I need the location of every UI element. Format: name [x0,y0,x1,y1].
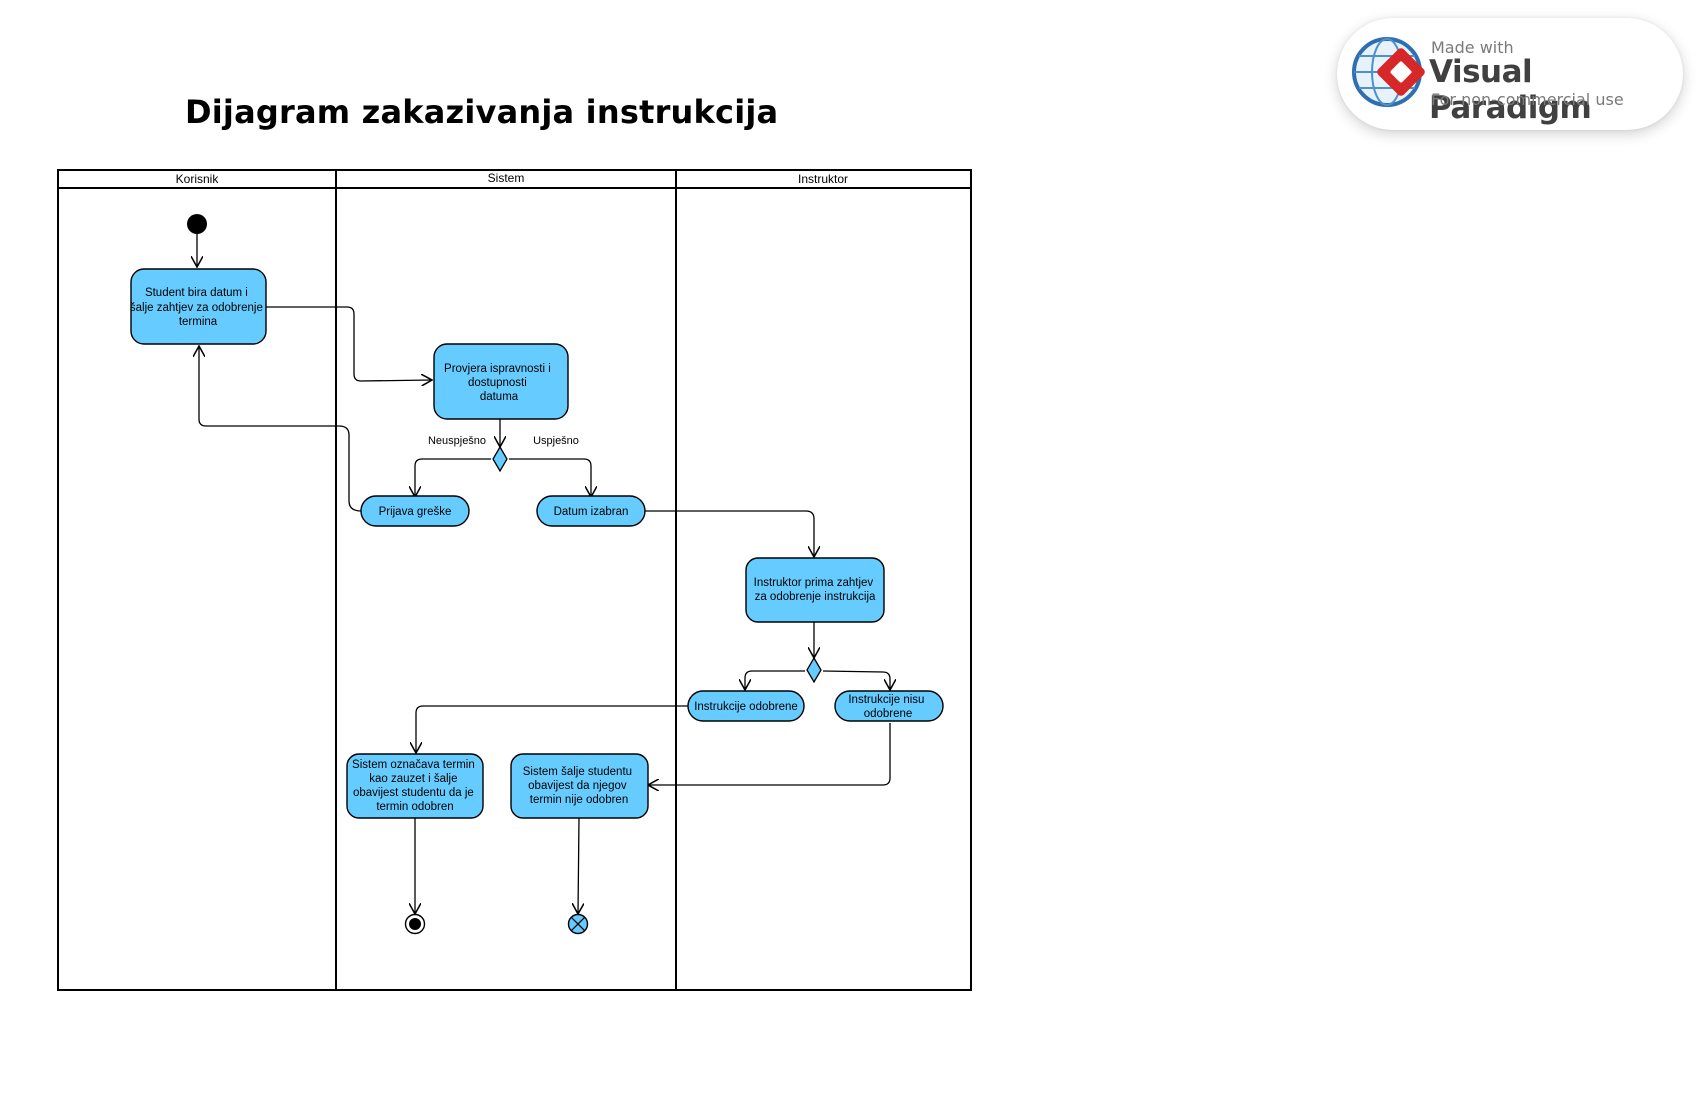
decision-node-validity-icon [492,445,508,473]
lane-label-sistem: Sistem [488,171,525,185]
activity-instructor-receives[interactable]: Instruktor prima zahtjev za odobrenje in… [745,557,885,623]
svg-text:Instrukcije nisu odobren: Instrukcije nisu odobrene [848,694,927,720]
check-validity-line-1: Provjera ispravnosti i [444,363,551,375]
activity-final-node-icon [404,913,426,935]
student-request-line-1: Student bira datum i [145,287,248,299]
svg-text:Provjera ispravnosti i d: Provjera ispravnosti i dostupnosti datum… [444,363,554,403]
instructor-receives-line-1: Instruktor prima zahtjev [754,577,874,589]
instructor-receives-line-2: za odobrenje instrukcija [755,591,876,603]
watermark-note: For non-commercial use [1431,90,1624,109]
mark-taken-line-1: Sistem označava termin [352,759,475,771]
watermark-brand: Visual Paradigm [1429,54,1592,126]
mark-taken-line-2: kao zauzet i šalje [369,773,457,785]
diagram-title: Dijagram zakazivanja instrukcija [185,93,779,131]
notify-rejected-line-1: Sistem šalje studentu [523,766,632,778]
error-report-line-1: Prijava greške [379,506,452,518]
svg-text:Datum izabran: Datum izabran [554,506,629,518]
activity-not-approved[interactable]: Instrukcije nisu odobrene [834,690,944,722]
svg-text:Instruktor prima zahtjev: Instruktor prima zahtjev za odobrenje in… [754,577,877,603]
svg-text:Student bira datum i šal: Student bira datum i šalje zahtjev za od… [130,287,266,328]
visual-paradigm-watermark: Made with Visual Paradigm For non-commer… [1337,18,1683,130]
flow-notify-to-flow-final [578,817,579,914]
approved-line-1: Instrukcije odobrene [694,701,798,713]
flow-decision-to-error [415,458,491,497]
svg-text:Instrukcije odobrene: Instrukcije odobrene [694,701,798,713]
activity-approved[interactable]: Instrukcije odobrene [687,690,805,722]
flow-approved-to-mark [416,705,688,753]
activity-error-report[interactable]: Prijava greške [360,495,470,527]
notify-rejected-line-2: obavijest da njegov [528,780,627,792]
mark-taken-line-4: termin odobren [376,801,453,813]
decision-node-approval-icon [806,656,822,684]
activity-student-request[interactable]: Student bira datum i šalje zahtjev za od… [130,268,267,345]
activity-date-selected[interactable]: Datum izabran [536,495,646,527]
mark-taken-line-3: obavijest studentu da je [353,787,474,799]
guard-label-failed: Neuspješno [428,435,486,447]
svg-text:Prijava greške: Prijava greške [379,506,452,518]
initial-node-icon [187,214,207,234]
visual-paradigm-logo-icon [1352,37,1425,107]
date-selected-line-1: Datum izabran [554,506,629,518]
flow-decision-to-approved [745,670,805,690]
activity-notify-rejected[interactable]: Sistem šalje studentu obavijest da njego… [510,753,649,819]
svg-text:Sistem šalje studentu ob: Sistem šalje studentu obavijest da njego… [523,766,636,806]
lane-label-korisnik: Korisnik [176,172,220,186]
check-validity-line-3: datuma [480,391,519,403]
student-request-line-3: termina [179,316,218,328]
flow-decision-to-not-approved [822,670,890,690]
svg-text:Sistem označava termin k: Sistem označava termin kao zauzet i šalj… [352,759,478,813]
flow-final-node-icon [567,913,589,935]
not-approved-line-2: odobrene [864,708,913,720]
flow-not-approved-to-notify [648,723,891,785]
guard-label-success: Uspješno [533,435,579,447]
flow-error-to-request [199,346,362,512]
notify-rejected-line-3: termin nije odobren [530,794,628,806]
flow-decision-to-date [509,458,591,497]
watermark-made-with: Made with [1431,38,1514,57]
student-request-line-2: šalje zahtjev za odobrenje [130,302,263,314]
not-approved-line-1: Instrukcije nisu [848,694,924,706]
flow-date-to-instructor [645,510,814,557]
activity-check-validity[interactable]: Provjera ispravnosti i dostupnosti datum… [433,343,569,420]
lane-label-instruktor: Instruktor [798,172,848,186]
flow-request-to-check [264,306,432,381]
activity-mark-taken[interactable]: Sistem označava termin kao zauzet i šalj… [346,753,484,819]
check-validity-line-2: dostupnosti [468,377,527,389]
